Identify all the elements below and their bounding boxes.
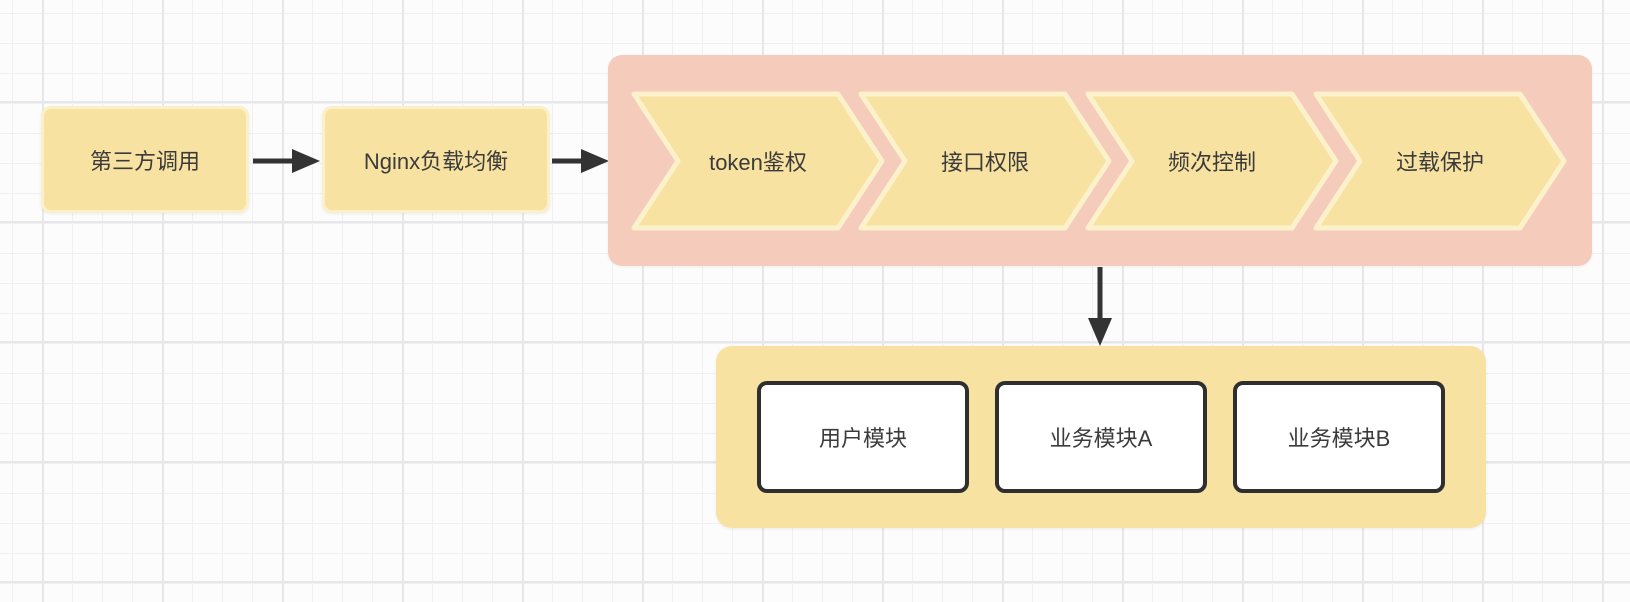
module-business-b: 业务模块B xyxy=(1233,381,1445,493)
gateway-step-overload-protection: 过载保护 xyxy=(1313,91,1567,231)
arrow-right-icon xyxy=(552,149,609,173)
chevron-shape xyxy=(858,91,1112,231)
module-user: 用户模块 xyxy=(757,381,969,493)
gateway-step-label: token鉴权 xyxy=(709,150,807,175)
arrow-right-icon xyxy=(253,149,320,173)
chevron-shape xyxy=(631,91,885,231)
module-business-b-label: 业务模块B xyxy=(1287,426,1391,451)
gateway-container: token鉴权 接口权限 频次控制 过载保护 xyxy=(608,55,1592,266)
arrow-down-icon xyxy=(1088,267,1112,346)
gateway-step-api-permission: 接口权限 xyxy=(858,91,1112,231)
node-third-party-call: 第三方调用 xyxy=(41,106,249,213)
services-container: 用户模块 业务模块A 业务模块B xyxy=(716,346,1486,528)
module-business-a: 业务模块A xyxy=(995,381,1207,493)
node-nginx-load-balancer: Nginx负载均衡 xyxy=(322,106,550,213)
gateway-step-label: 频次控制 xyxy=(1167,150,1256,175)
node-third-party-call-label: 第三方调用 xyxy=(89,148,200,174)
gateway-step-token-auth: token鉴权 xyxy=(631,91,885,231)
gateway-step-label: 接口权限 xyxy=(940,150,1029,175)
gateway-step-label: 过载保护 xyxy=(1395,150,1484,175)
chevron-shape xyxy=(1085,91,1339,231)
node-nginx-load-balancer-label: Nginx负载均衡 xyxy=(363,148,509,174)
chevron-shape xyxy=(1313,91,1567,231)
module-user-label: 用户模块 xyxy=(818,426,907,451)
gateway-step-rate-control: 频次控制 xyxy=(1085,91,1339,231)
module-business-a-label: 业务模块A xyxy=(1049,426,1153,451)
